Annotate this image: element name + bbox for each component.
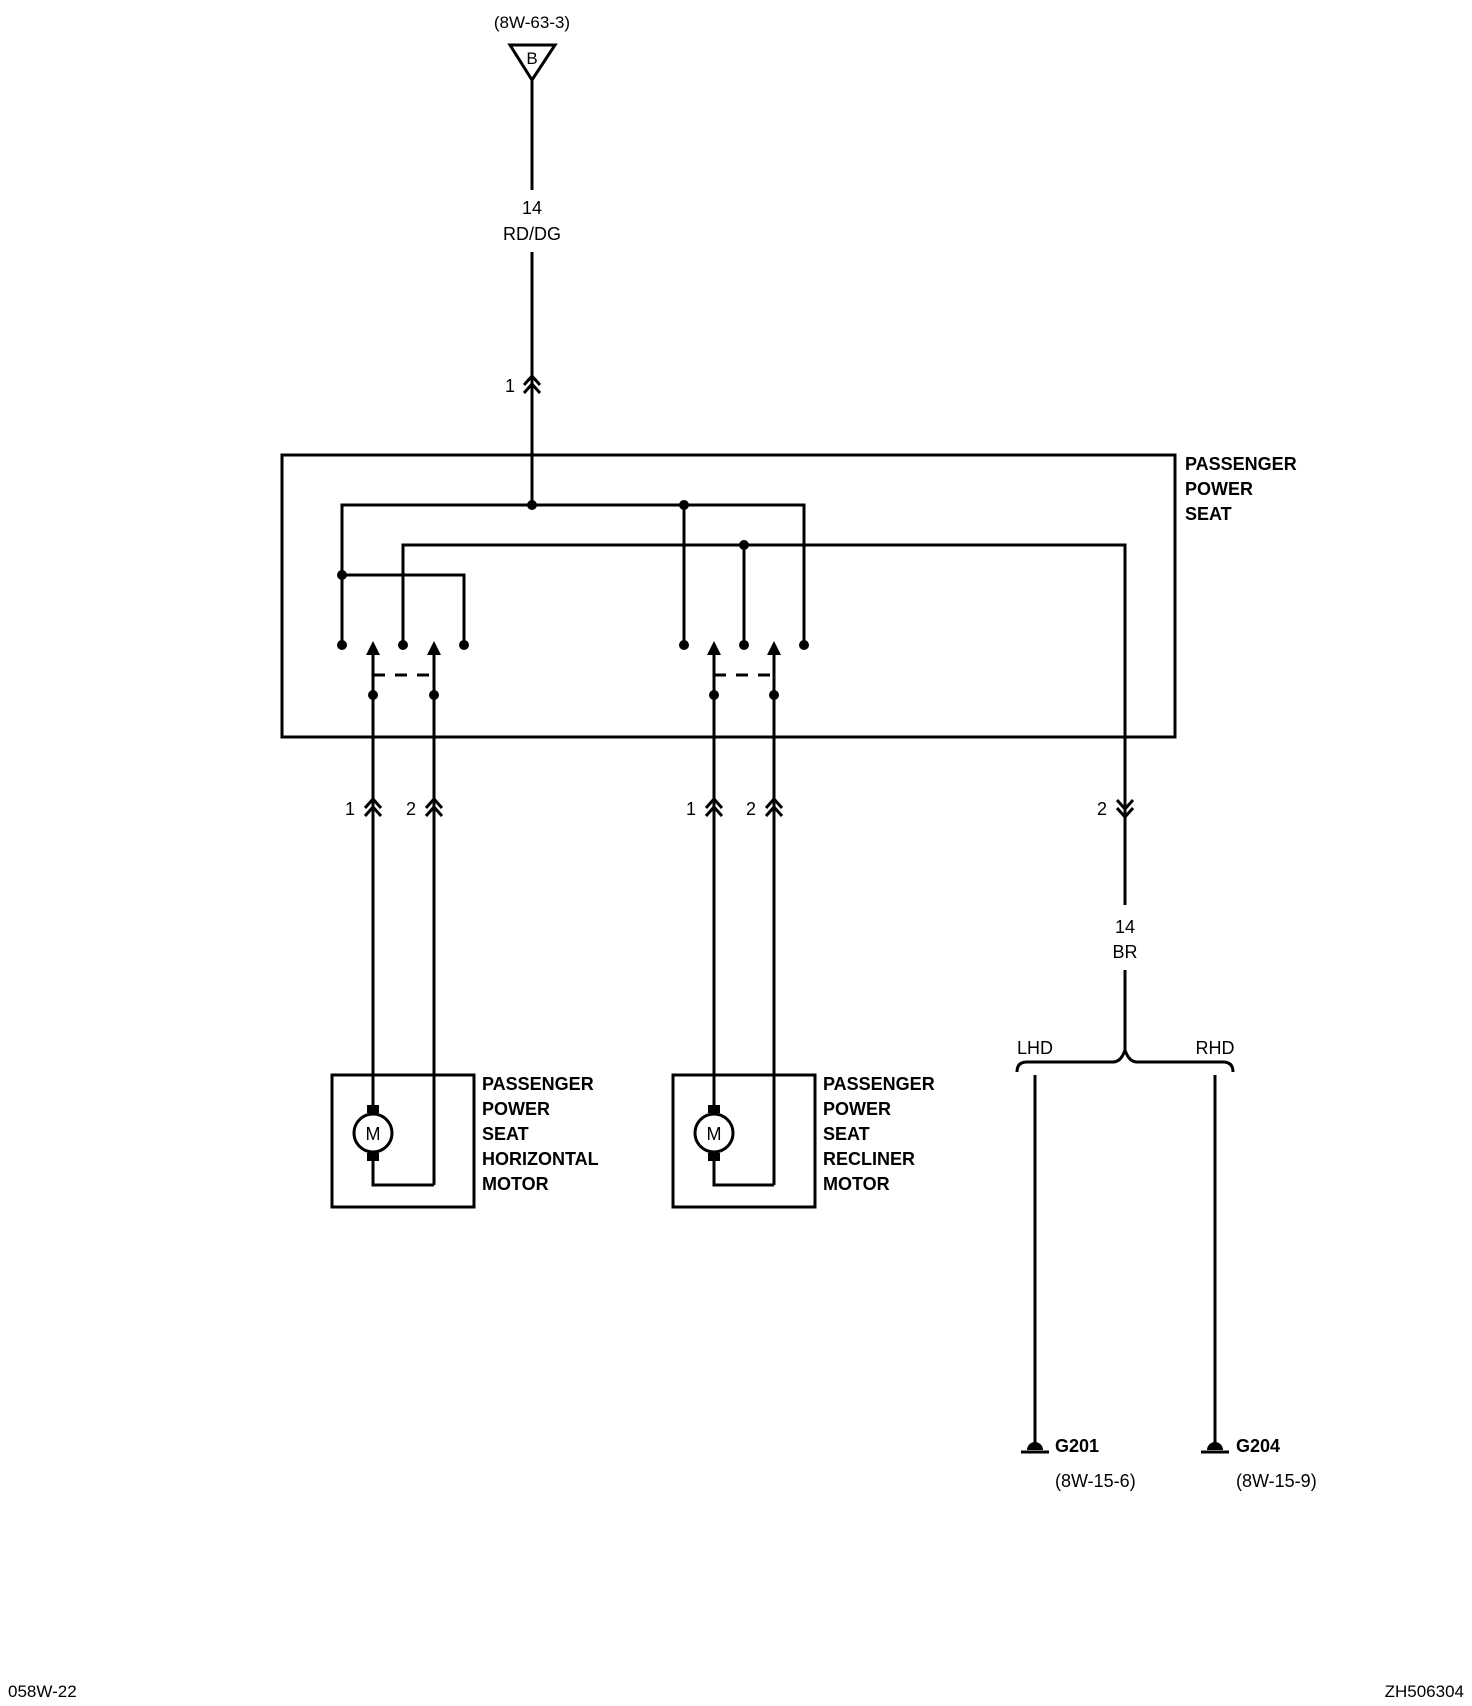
pin-chevron-icon (764, 796, 784, 817)
horizontal-motor-label-5: MOTOR (482, 1174, 549, 1194)
switch-contact (337, 640, 347, 650)
horizontal-motor-label-3: SEAT (482, 1124, 529, 1144)
horizontal-pin-2: 2 (406, 799, 416, 819)
connector-b-letter: B (526, 49, 537, 68)
motor-brush (367, 1153, 379, 1161)
motor-brush (708, 1153, 720, 1161)
pin-chevron-icon (522, 373, 542, 394)
ground-icon (1027, 1442, 1043, 1450)
switch-arrow-icon (767, 641, 781, 655)
recliner-motor-label-2: POWER (823, 1099, 891, 1119)
switch-arrow-icon (366, 641, 380, 655)
horizontal-motor-return (371, 1161, 434, 1187)
recliner-motor-box (671, 1073, 817, 1209)
recliner-pin-1: 1 (686, 799, 696, 819)
bus-feed-branch (342, 573, 466, 645)
horizontal-motor-label-1: PASSENGER (482, 1074, 594, 1094)
feed-wire-gauge: 14 (522, 198, 542, 218)
recliner-motor-symbol: M (707, 1124, 722, 1144)
horizontal-motor-label-4: HORIZONTAL (482, 1149, 599, 1169)
recliner-motor-return (712, 1161, 774, 1187)
recliner-motor-label-5: MOTOR (823, 1174, 890, 1194)
horizontal-pin-1: 1 (345, 799, 355, 819)
recliner-pin-2: 2 (746, 799, 756, 819)
recliner-motor-label-1: PASSENGER (823, 1074, 935, 1094)
branch-lhd-label: LHD (1017, 1038, 1053, 1058)
switch-contact (398, 640, 408, 650)
seat-ground-pin: 2 (1097, 799, 1107, 819)
feed-wire-color: RD/DG (503, 224, 561, 244)
ground-wire-gauge: 14 (1115, 917, 1135, 937)
switch-arrow-icon (707, 641, 721, 655)
ground-g201-id: G201 (1055, 1436, 1099, 1456)
seat-module-box (280, 453, 1177, 739)
pin-chevron-icon (424, 796, 444, 817)
recliner-motor-label-4: RECLINER (823, 1149, 915, 1169)
motor-icon (352, 1112, 394, 1154)
ground-icon (1207, 1442, 1223, 1450)
horizontal-motor-label-2: POWER (482, 1099, 550, 1119)
ground-g204-id: G204 (1236, 1436, 1280, 1456)
variant-split-brace (1015, 1045, 1235, 1073)
junction-dot (679, 500, 689, 510)
recliner-motor-label-3: SEAT (823, 1124, 870, 1144)
switch-contact (679, 640, 689, 650)
motor-brush (367, 1105, 379, 1113)
seat-in-pin: 1 (505, 376, 515, 396)
pin-chevron-icon (704, 796, 724, 817)
switch-contact (459, 640, 469, 650)
branch-rhd-label: RHD (1196, 1038, 1235, 1058)
junction-dot (527, 500, 537, 510)
seat-module-label-1: PASSENGER (1185, 454, 1297, 474)
horizontal-motor-symbol: M (366, 1124, 381, 1144)
junction-dot (337, 570, 347, 580)
bus-ground (401, 543, 1127, 736)
switch-contact (739, 640, 749, 650)
top-connector-ref: (8W-63-3) (494, 13, 570, 32)
seat-module-label-2: POWER (1185, 479, 1253, 499)
footer-left-code: 058W-22 (8, 1682, 77, 1701)
pin-chevron-icon (363, 796, 383, 817)
ground-g201-ref: (8W-15-6) (1055, 1471, 1136, 1491)
seat-module-label-3: SEAT (1185, 504, 1232, 524)
junction-dot (739, 540, 749, 550)
motor-brush (708, 1105, 720, 1113)
switch-contact (799, 640, 809, 650)
connector-b-icon (507, 43, 558, 83)
footer-right-code: ZH506304 (1385, 1682, 1464, 1701)
ground-wire-color: BR (1112, 942, 1137, 962)
switch-arrow-icon (427, 641, 441, 655)
horizontal-motor-box (330, 1073, 476, 1209)
ground-g204-ref: (8W-15-9) (1236, 1471, 1317, 1491)
motor-icon (693, 1112, 735, 1154)
